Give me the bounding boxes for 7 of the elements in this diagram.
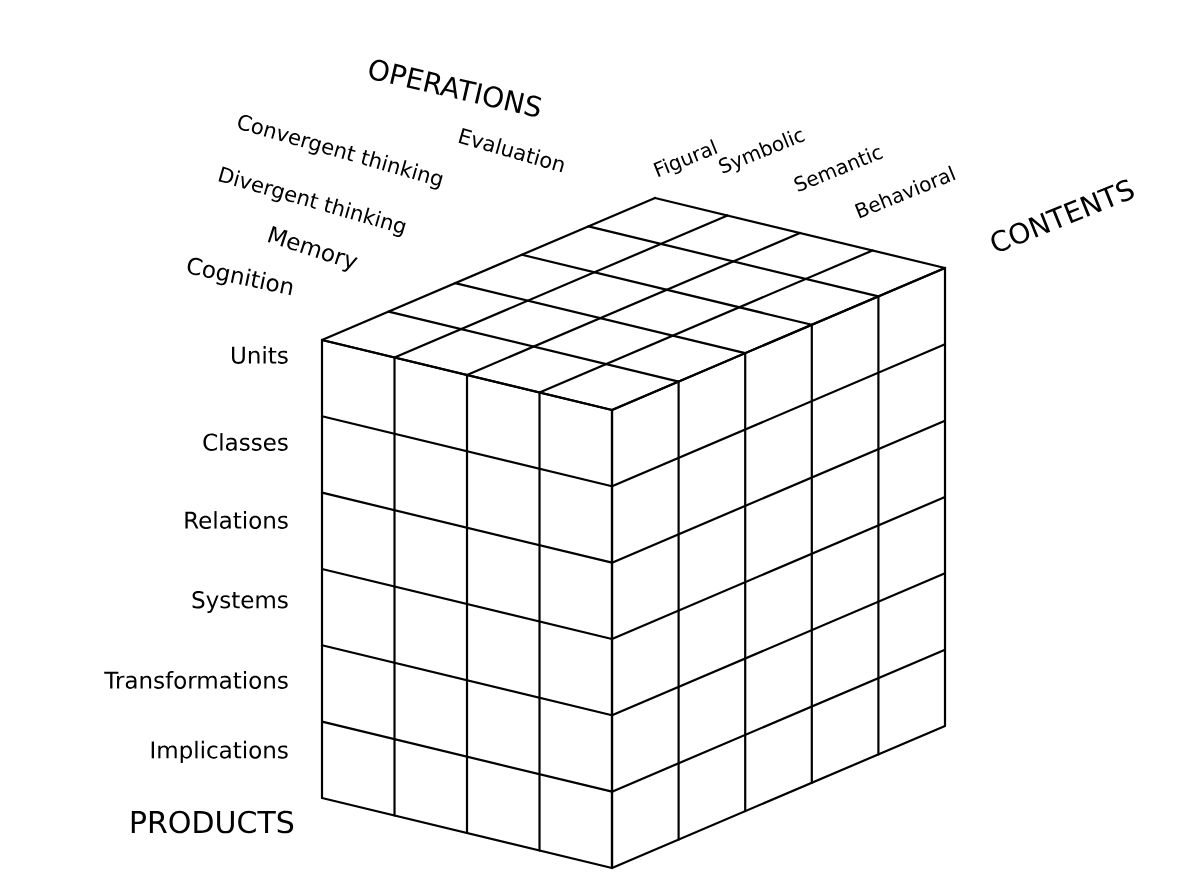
- axis-label: Implications: [151, 740, 288, 764]
- axis-label: PRODUCTS: [131, 810, 294, 834]
- axis-label: Transformations: [104, 671, 288, 689]
- axis-label: Units: [232, 346, 288, 364]
- axis-label: Classes: [203, 433, 288, 451]
- axis-label: Relations: [185, 511, 288, 529]
- axis-label: Systems: [192, 591, 288, 613]
